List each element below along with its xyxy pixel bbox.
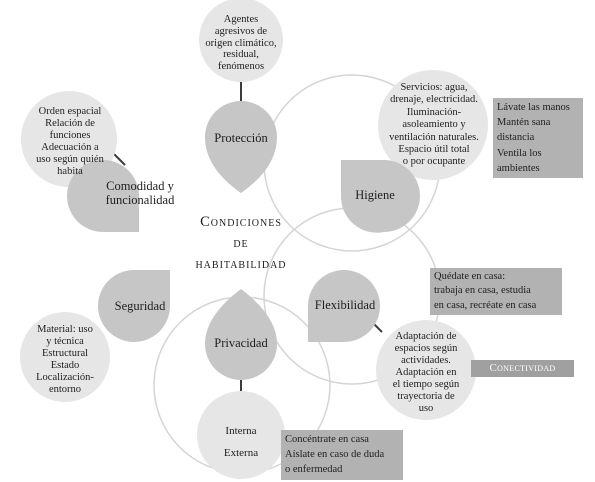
note-higiene-line-1: Lávate las manos: [497, 102, 570, 113]
detail-text-proteccion: Agentes agresivos de origen climático, r…: [196, 14, 286, 73]
note-flexibilidad: Quédate en casa: trabaja en casa, estudi…: [430, 268, 562, 315]
note-conectividad: Conectividad: [471, 360, 574, 377]
detail-comodidad-line-4: Adecuación a: [41, 142, 99, 154]
detail-flexibilidad-line-1: Adaptación de: [395, 331, 457, 342]
note-flexibilidad-line-2: trabaja en casa, estudia: [434, 285, 531, 297]
detail-text-flexibilidad: Adaptación de espacios según actividades…: [381, 331, 471, 415]
detail-proteccion-line-5: fenómenos: [217, 61, 265, 72]
detail-flexibilidad-line-5: el tiempo según: [392, 378, 460, 390]
detail-privacidad-externa: Externa: [223, 447, 259, 460]
detail-higiene-line-1: Servicios: agua,: [400, 82, 468, 93]
detail-higiene-line-5: ventilación naturales.: [389, 131, 479, 143]
node-shape-flexibilidad: [308, 270, 380, 342]
note-privacidad-line-1: Concéntrate en casa: [285, 434, 369, 445]
title-line-3: habitabilidad: [195, 256, 287, 273]
detail-higiene-line-2: drenaje, electricidad.: [390, 94, 478, 106]
detail-higiene-line-7: o por ocupante: [402, 156, 466, 168]
connector-comodidad: [112, 152, 126, 166]
detail-comodidad-line-6: habita: [57, 166, 83, 178]
diagram-title: Condiciones de habitabilidad: [178, 212, 304, 275]
detail-seguridad-line-2: y técnica: [46, 336, 84, 348]
detail-circle-privacidad: [197, 391, 285, 479]
node-shape-higiene: [340, 160, 420, 233]
note-flexibilidad-line-1: Quédate en casa:: [434, 271, 506, 282]
detail-comodidad-line-2: Relación de: [45, 118, 95, 130]
detail-text-comodidad: Orden espacial Relación de funciones Ade…: [15, 106, 125, 178]
detail-seguridad-line-5: Localización-: [36, 372, 94, 384]
detail-seguridad-line-6: entorno: [48, 384, 82, 396]
detail-circle-proteccion: [199, 0, 283, 82]
note-privacidad-line-3: o enfermedad: [285, 464, 343, 476]
detail-proteccion-line-4: residual,: [223, 49, 259, 61]
detail-seguridad-line-1: Material: uso: [37, 324, 93, 335]
detail-proteccion-line-1: Agentes: [223, 14, 259, 25]
node-label-proteccion: Protección: [214, 131, 268, 145]
detail-seguridad-line-3: Estructural: [41, 348, 89, 360]
node-label-seguridad: Seguridad: [114, 299, 166, 313]
node-label-flexibilidad: Flexibilidad: [314, 298, 376, 312]
detail-text-privacidad: Interna Externa: [211, 425, 271, 460]
note-higiene-line-2: Mantén sana: [497, 117, 551, 129]
detail-proteccion-line-3: origen climático,: [205, 37, 277, 49]
note-privacidad: Concéntrate en casa Aíslate en caso de d…: [281, 430, 403, 480]
detail-flexibilidad-line-2: espacios según: [394, 342, 458, 354]
node-label-comodidad-line-1: Comodidad y: [106, 179, 174, 193]
node-shape-proteccion: [205, 101, 277, 193]
detail-flexibilidad-line-7: uso: [418, 402, 434, 414]
detail-privacidad-interna: Interna: [225, 425, 257, 437]
node-label-higiene: Higiene: [355, 188, 395, 202]
note-higiene-line-4: Ventila los: [497, 147, 542, 159]
detail-higiene-line-3: Iluminación-: [406, 106, 462, 118]
node-shape-privacidad: [205, 289, 277, 380]
detail-text-higiene: Servicios: agua, drenaje, electricidad. …: [384, 82, 484, 169]
detail-seguridad-line-4: Estado: [50, 360, 80, 372]
detail-text-seguridad: Material: uso y técnica Estructural Esta…: [15, 324, 115, 396]
node-label-privacidad: Privacidad: [214, 336, 268, 350]
detail-comodidad-line-3: funciones: [49, 130, 91, 142]
note-higiene: Lávate las manos Mantén sana distancia V…: [493, 98, 583, 178]
detail-higiene-line-6: Espacio útil total: [398, 143, 470, 155]
detail-circle-flexibilidad: [376, 320, 476, 420]
note-flexibilidad-line-3: en casa, recréate en casa: [434, 299, 537, 311]
detail-circle-higiene: [378, 70, 488, 180]
detail-flexibilidad-line-3: actividades.: [401, 354, 451, 366]
title-line-2: de: [233, 235, 249, 252]
detail-higiene-line-4: asoleamiento y: [402, 119, 466, 131]
detail-circle-seguridad: [20, 312, 110, 402]
node-shape-seguridad: [98, 270, 170, 342]
detail-comodidad-line-5: uso según quién: [36, 154, 104, 166]
detail-comodidad-line-1: Orden espacial: [38, 106, 102, 117]
note-higiene-line-5: ambientes: [497, 162, 540, 174]
note-privacidad-line-2: Aíslate en caso de duda: [285, 449, 385, 461]
detail-flexibilidad-line-4: Adaptación en: [395, 366, 457, 378]
node-label-comodidad: Comodidad y funcionalidad: [95, 179, 185, 208]
title-line-1: Condiciones: [200, 214, 282, 230]
detail-proteccion-line-2: agresivos de: [214, 25, 268, 37]
note-higiene-line-3: distancia: [497, 132, 535, 144]
node-shape-comodidad: [67, 160, 139, 232]
detail-flexibilidad-line-6: trayectoria de: [397, 390, 455, 402]
node-label-comodidad-line-2: funcionalidad: [105, 192, 175, 207]
